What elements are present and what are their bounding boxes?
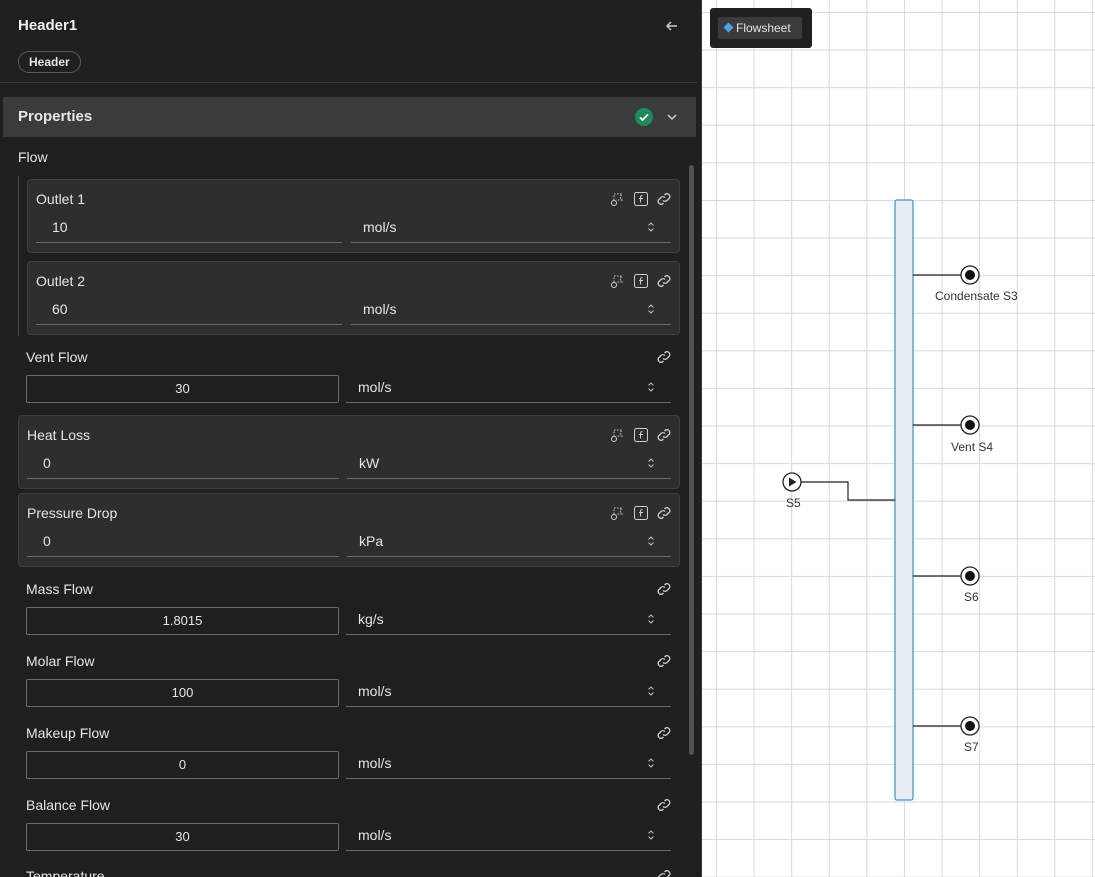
chevron-down-icon[interactable] — [665, 110, 679, 124]
select-arrows-icon — [648, 536, 654, 546]
flowsheet-diagram — [782, 199, 980, 801]
select-arrows-icon — [648, 758, 654, 768]
outlet-1-unit-select[interactable]: mol/s — [351, 212, 671, 243]
outlet-1-card: Outlet 1 10 mol/s — [27, 179, 680, 253]
makeup-flow-input[interactable]: 0 — [26, 751, 339, 779]
panel-title: Header1 — [18, 17, 78, 34]
type-tag: Header — [18, 51, 81, 73]
link-icon[interactable] — [656, 427, 672, 443]
molar-flow-input[interactable]: 100 — [26, 679, 339, 707]
formula-icon[interactable] — [633, 273, 649, 289]
section-title: Properties — [18, 108, 93, 125]
flowsheet-button[interactable]: Flowsheet — [718, 17, 802, 39]
mass-flow-input[interactable]: 1.8015 — [26, 607, 339, 635]
flag-icon[interactable] — [610, 273, 626, 289]
header-divider — [0, 82, 697, 83]
balance-flow-unit-select[interactable]: mol/s — [346, 820, 671, 851]
link-icon[interactable] — [656, 797, 672, 813]
select-arrows-icon — [648, 830, 654, 840]
heat-loss-unit-select[interactable]: kW — [347, 448, 671, 479]
check-circle-icon — [635, 108, 653, 126]
heat-loss-card: Heat Loss 0 kW — [18, 415, 680, 489]
header-unit — [894, 199, 914, 801]
formula-icon[interactable] — [633, 505, 649, 521]
target-icon — [960, 566, 980, 586]
pressure-drop-label: Pressure Drop — [27, 505, 118, 521]
stream-label-s5[interactable]: S5 — [786, 496, 801, 510]
target-icon — [960, 415, 980, 435]
temperature-label: Temperature — [26, 868, 105, 877]
outlet-2-unit-select[interactable]: mol/s — [351, 294, 671, 325]
flow-group-rail — [18, 176, 19, 336]
mass-flow-unit-select[interactable]: kg/s — [346, 604, 671, 635]
select-arrows-icon — [648, 458, 654, 468]
back-arrow-icon[interactable] — [664, 18, 680, 34]
pressure-drop-card: Pressure Drop 0 kPa — [18, 493, 680, 567]
link-icon[interactable] — [656, 725, 672, 741]
flow-section-label: Flow — [18, 149, 48, 165]
flag-icon[interactable] — [610, 505, 626, 521]
target-icon — [960, 265, 980, 285]
vent-flow-input[interactable]: 30 — [26, 375, 339, 403]
select-arrows-icon — [648, 686, 654, 696]
heat-loss-value-input[interactable]: 0 — [27, 448, 339, 479]
vent-flow-unit-select[interactable]: mol/s — [346, 372, 671, 403]
select-arrows-icon — [648, 382, 654, 392]
flowsheet-canvas[interactable]: Condensate S3 Vent S4 S5 S6 S7 Flowsheet — [701, 0, 1095, 877]
flag-icon[interactable] — [610, 191, 626, 207]
outlet-2-value-input[interactable]: 60 — [36, 294, 342, 325]
outlet-2-label: Outlet 2 — [36, 273, 86, 289]
pressure-drop-unit-select[interactable]: kPa — [347, 526, 671, 557]
select-arrows-icon — [648, 614, 654, 624]
link-icon[interactable] — [656, 273, 672, 289]
stream-label-s3[interactable]: Condensate S3 — [935, 289, 1018, 303]
scrollbar[interactable] — [689, 165, 694, 755]
heat-loss-label: Heat Loss — [27, 427, 91, 443]
stream-label-s4[interactable]: Vent S4 — [951, 440, 994, 454]
select-arrows-icon — [648, 222, 654, 232]
makeup-flow-unit-select[interactable]: mol/s — [346, 748, 671, 779]
select-arrows-icon — [648, 304, 654, 314]
vent-flow-label: Vent Flow — [26, 349, 88, 365]
properties-panel: Header1 Header Properties Flow Outlet 1 … — [0, 17, 697, 877]
flowsheet-breadcrumb: Flowsheet — [710, 8, 812, 48]
target-icon — [960, 716, 980, 736]
outlet-1-value-input[interactable]: 10 — [36, 212, 342, 243]
stream-label-s7[interactable]: S7 — [964, 740, 979, 754]
formula-icon[interactable] — [633, 191, 649, 207]
stream-label-s6[interactable]: S6 — [964, 590, 979, 604]
link-icon[interactable] — [656, 505, 672, 521]
outlet-2-card: Outlet 2 60 mol/s — [27, 261, 680, 335]
properties-section-header[interactable]: Properties — [3, 97, 696, 137]
link-icon[interactable] — [656, 349, 672, 365]
flag-icon[interactable] — [610, 427, 626, 443]
formula-icon[interactable] — [633, 427, 649, 443]
link-icon[interactable] — [656, 868, 672, 877]
balance-flow-label: Balance Flow — [26, 797, 111, 813]
balance-flow-input[interactable]: 30 — [26, 823, 339, 851]
diamond-icon — [723, 22, 734, 33]
link-icon[interactable] — [656, 191, 672, 207]
molar-flow-unit-select[interactable]: mol/s — [346, 676, 671, 707]
molar-flow-label: Molar Flow — [26, 653, 95, 669]
outlet-1-label: Outlet 1 — [36, 191, 86, 207]
mass-flow-label: Mass Flow — [26, 581, 93, 597]
makeup-flow-label: Makeup Flow — [26, 725, 110, 741]
link-icon[interactable] — [656, 653, 672, 669]
pressure-drop-value-input[interactable]: 0 — [27, 526, 339, 557]
link-icon[interactable] — [656, 581, 672, 597]
play-icon — [782, 472, 802, 492]
